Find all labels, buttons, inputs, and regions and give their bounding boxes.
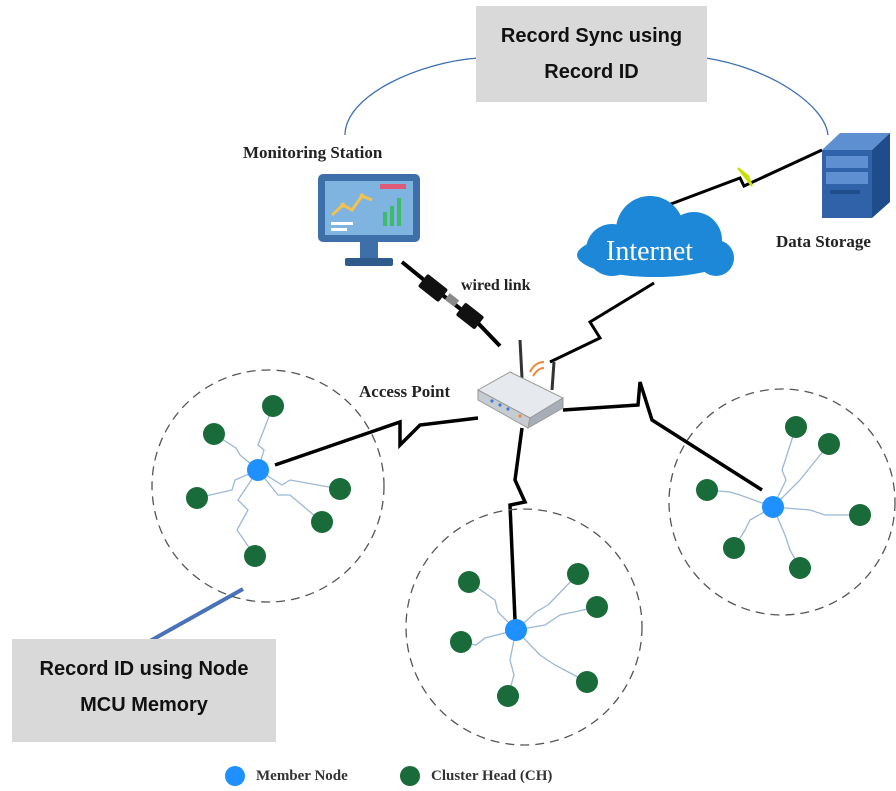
router-icon	[476, 339, 565, 429]
cluster-head	[186, 487, 208, 509]
server-icon	[822, 133, 890, 218]
sync-curve-left	[344, 57, 479, 136]
cluster-boundary	[405, 508, 643, 746]
cluster-head	[586, 596, 608, 618]
record-sync-line1: Record Sync using	[500, 25, 683, 47]
record-memory-line2: MCU Memory	[80, 694, 208, 716]
memory-pointer-line	[149, 587, 244, 643]
cluster-head	[244, 545, 266, 567]
cluster-head	[696, 479, 718, 501]
monitoring-station-label: Monitoring Station	[243, 143, 383, 162]
member-node-legend-label: Member Node	[256, 768, 348, 784]
access-point-label: Access Point	[359, 382, 451, 401]
member-node	[762, 496, 784, 518]
cluster-head	[329, 478, 351, 500]
cluster-head	[849, 504, 871, 526]
record-sync-box: Record Sync using Record ID	[476, 6, 707, 102]
cluster-boundary	[668, 388, 896, 616]
cluster-head	[450, 631, 472, 653]
cluster-left	[151, 369, 385, 603]
wired-link-cable	[400, 260, 502, 348]
ap-cluster-right-link	[562, 381, 763, 492]
cluster-head	[262, 395, 284, 417]
cluster-head	[789, 557, 811, 579]
record-memory-box: Record ID using Node MCU Memory	[12, 639, 276, 742]
member-node-legend-icon	[225, 766, 245, 786]
cluster-head	[497, 685, 519, 707]
cluster-right	[668, 388, 896, 616]
cluster-head-legend-icon	[400, 766, 420, 786]
member-node	[247, 459, 269, 481]
record-sync-line2: Record ID	[544, 61, 639, 83]
internet-storage-link	[654, 148, 823, 212]
cluster-head	[458, 571, 480, 593]
cluster-head-legend-label: Cluster Head (CH)	[431, 768, 553, 784]
cluster-head	[785, 416, 807, 438]
cluster-head	[311, 511, 333, 533]
internet-ap-link	[549, 281, 655, 364]
cloud-icon	[577, 196, 734, 277]
data-storage-label: Data Storage	[776, 232, 871, 251]
cluster-head	[723, 537, 745, 559]
monitor-icon	[318, 174, 420, 266]
ap-cluster-center-link	[508, 427, 528, 621]
cluster-head	[576, 671, 598, 693]
record-memory-line1: Record ID using Node	[39, 658, 249, 680]
wired-link-label: wired link	[461, 277, 531, 294]
cluster-boundary	[151, 369, 385, 603]
ap-cluster-left-link	[274, 416, 479, 467]
cluster-center	[405, 508, 643, 746]
cluster-head	[567, 563, 589, 585]
cluster-head	[203, 423, 225, 445]
member-node	[505, 619, 527, 641]
cluster-head	[818, 433, 840, 455]
internet-label: Internet	[606, 236, 694, 267]
sync-curve-right	[705, 57, 829, 136]
